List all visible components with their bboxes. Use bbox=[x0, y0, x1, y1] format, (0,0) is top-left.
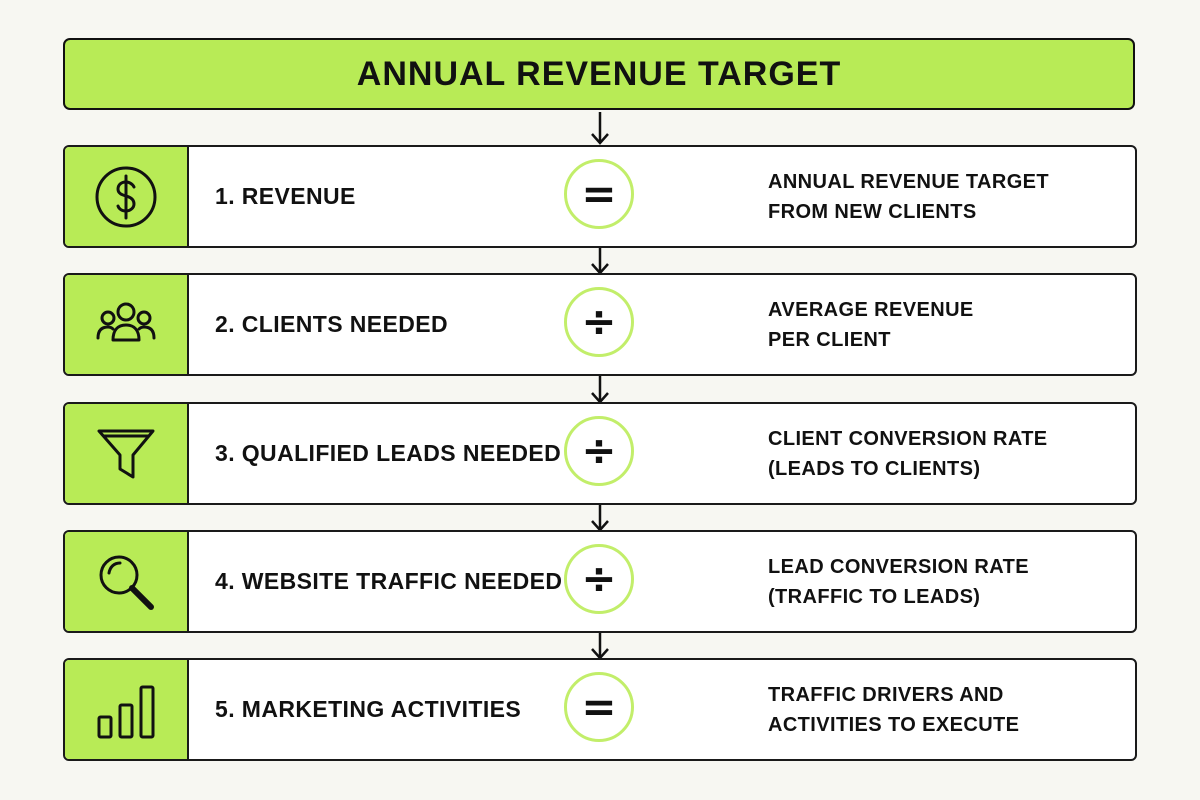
title-banner: ANNUAL REVENUE TARGET bbox=[63, 38, 1135, 110]
dollar-icon bbox=[95, 166, 157, 227]
divide-operator: ÷ bbox=[564, 415, 634, 486]
step-row-website-traffic: 4. WEBSITE TRAFFIC NEEDED ÷ LEAD CONVERS… bbox=[63, 530, 1137, 633]
icon-panel bbox=[65, 660, 189, 759]
description-line: LEAD CONVERSION RATE bbox=[768, 555, 1029, 578]
step-label: 4. WEBSITE TRAFFIC NEEDED bbox=[215, 568, 563, 594]
magnifier-icon bbox=[99, 555, 154, 610]
description-line: AVERAGE REVENUE bbox=[768, 298, 974, 321]
equals-operator: = bbox=[564, 671, 634, 742]
description-line: ANNUAL REVENUE TARGET bbox=[768, 170, 1050, 193]
divide-operator: ÷ bbox=[564, 543, 634, 614]
step-description: TRAFFIC DRIVERS AND ACTIVITIES TO EXECUT… bbox=[768, 660, 1108, 759]
step-description: AVERAGE REVENUE PER CLIENT bbox=[768, 275, 1108, 374]
step-description: CLIENT CONVERSION RATE (LEADS TO CLIENTS… bbox=[768, 404, 1108, 503]
step-row-clients-needed: 2. CLIENTS NEEDED ÷ AVERAGE REVENUE PER … bbox=[63, 273, 1137, 376]
equals-operator: = bbox=[564, 158, 634, 229]
step-label: 3. QUALIFIED LEADS NEEDED bbox=[215, 440, 562, 466]
description-line: (TRAFFIC TO LEADS) bbox=[768, 585, 981, 608]
step-label: 1. REVENUE bbox=[215, 183, 356, 209]
step-description: LEAD CONVERSION RATE (TRAFFIC TO LEADS) bbox=[768, 532, 1108, 631]
down-arrow-icon bbox=[591, 112, 609, 145]
step-label: 2. CLIENTS NEEDED bbox=[215, 311, 449, 337]
funnel-icon bbox=[97, 429, 155, 478]
step-row-marketing-activities: 5. MARKETING ACTIVITIES = TRAFFIC DRIVER… bbox=[63, 658, 1137, 761]
people-icon bbox=[96, 302, 156, 341]
step-row-qualified-leads: 3. QUALIFIED LEADS NEEDED ÷ CLIENT CONVE… bbox=[63, 402, 1137, 505]
step-row-revenue: 1. REVENUE = ANNUAL REVENUE TARGET FROM … bbox=[63, 145, 1137, 248]
icon-panel bbox=[65, 275, 189, 374]
title: ANNUAL REVENUE TARGET bbox=[356, 54, 842, 93]
bar-chart-icon bbox=[97, 685, 155, 738]
description-line: PER CLIENT bbox=[768, 328, 891, 351]
description-line: CLIENT CONVERSION RATE bbox=[768, 427, 1048, 450]
icon-panel bbox=[65, 147, 189, 246]
description-line: FROM NEW CLIENTS bbox=[768, 200, 977, 223]
icon-panel bbox=[65, 404, 189, 503]
divide-operator: ÷ bbox=[564, 286, 634, 357]
description-line: TRAFFIC DRIVERS AND bbox=[768, 683, 1004, 706]
icon-panel bbox=[65, 532, 189, 631]
description-line: ACTIVITIES TO EXECUTE bbox=[768, 713, 1020, 736]
step-label: 5. MARKETING ACTIVITIES bbox=[215, 696, 522, 722]
description-line: (LEADS TO CLIENTS) bbox=[768, 457, 981, 480]
step-description: ANNUAL REVENUE TARGET FROM NEW CLIENTS bbox=[768, 147, 1108, 246]
